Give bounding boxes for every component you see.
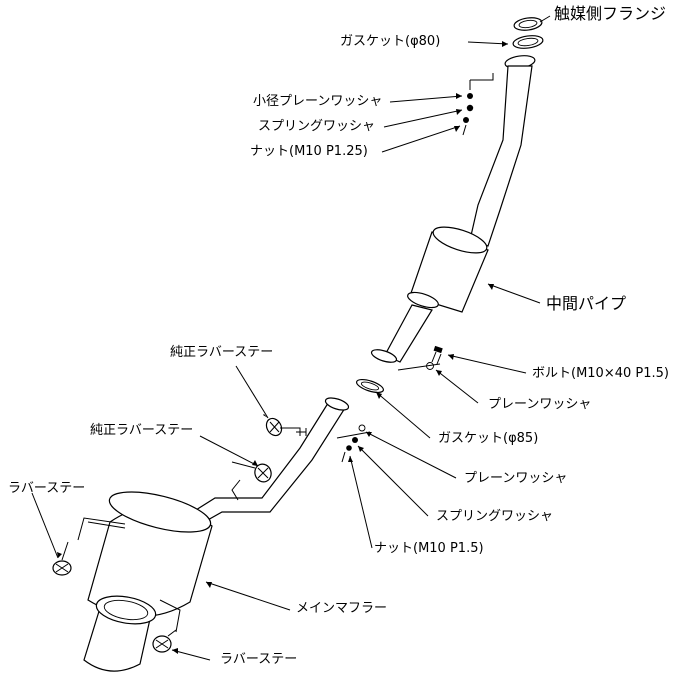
rubber-stay-left-part	[52, 541, 72, 576]
label-rubber-stay-oem-2: 純正ラバーステー	[90, 423, 194, 438]
gasket-85-part	[355, 378, 385, 394]
label-small-washer: 小径プレーンワッシャ	[253, 94, 383, 109]
label-plain-washer-right: プレーンワッシャ	[488, 397, 592, 412]
lower-fasteners	[336, 424, 371, 463]
leader-lines	[31, 15, 551, 661]
label-spring-washer-top: スプリングワッシャ	[258, 119, 376, 134]
label-gasket-85: ガスケット(φ85)	[438, 431, 539, 446]
catalyst-flange-part	[513, 17, 543, 31]
label-rubber-stay-oem-1: 純正ラバーステー	[170, 345, 274, 360]
label-nut-top: ナット(M10 P1.25)	[250, 144, 368, 159]
label-gasket-80: ガスケット(φ80)	[340, 34, 441, 49]
main-muffler-part	[77, 397, 350, 672]
label-plain-washer-lower: プレーンワッシャ	[464, 471, 568, 486]
label-main-muffler: メインマフラー	[296, 601, 388, 616]
rubber-stay-oem-1-part	[265, 417, 301, 437]
gasket-80-part	[512, 35, 544, 49]
mid-pipe-part	[370, 55, 536, 371]
bolt-part	[426, 345, 443, 370]
top-fasteners	[462, 93, 474, 136]
label-nut-lower: ナット(M10 P1.5)	[374, 541, 484, 556]
label-rubber-stay-left: ラバーステー	[8, 481, 86, 496]
label-catalyst-flange: 触媒側フランジ	[554, 4, 667, 23]
label-spring-washer-lower: スプリングワッシャ	[436, 509, 554, 524]
label-bolt: ボルト(M10×40 P1.5)	[532, 366, 669, 381]
label-mid-pipe: 中間パイプ	[546, 294, 627, 313]
rubber-stay-bottom-part	[152, 629, 177, 653]
label-rubber-stay-bottom: ラバーステー	[220, 652, 298, 667]
rubber-stay-oem-2-part	[231, 461, 272, 483]
